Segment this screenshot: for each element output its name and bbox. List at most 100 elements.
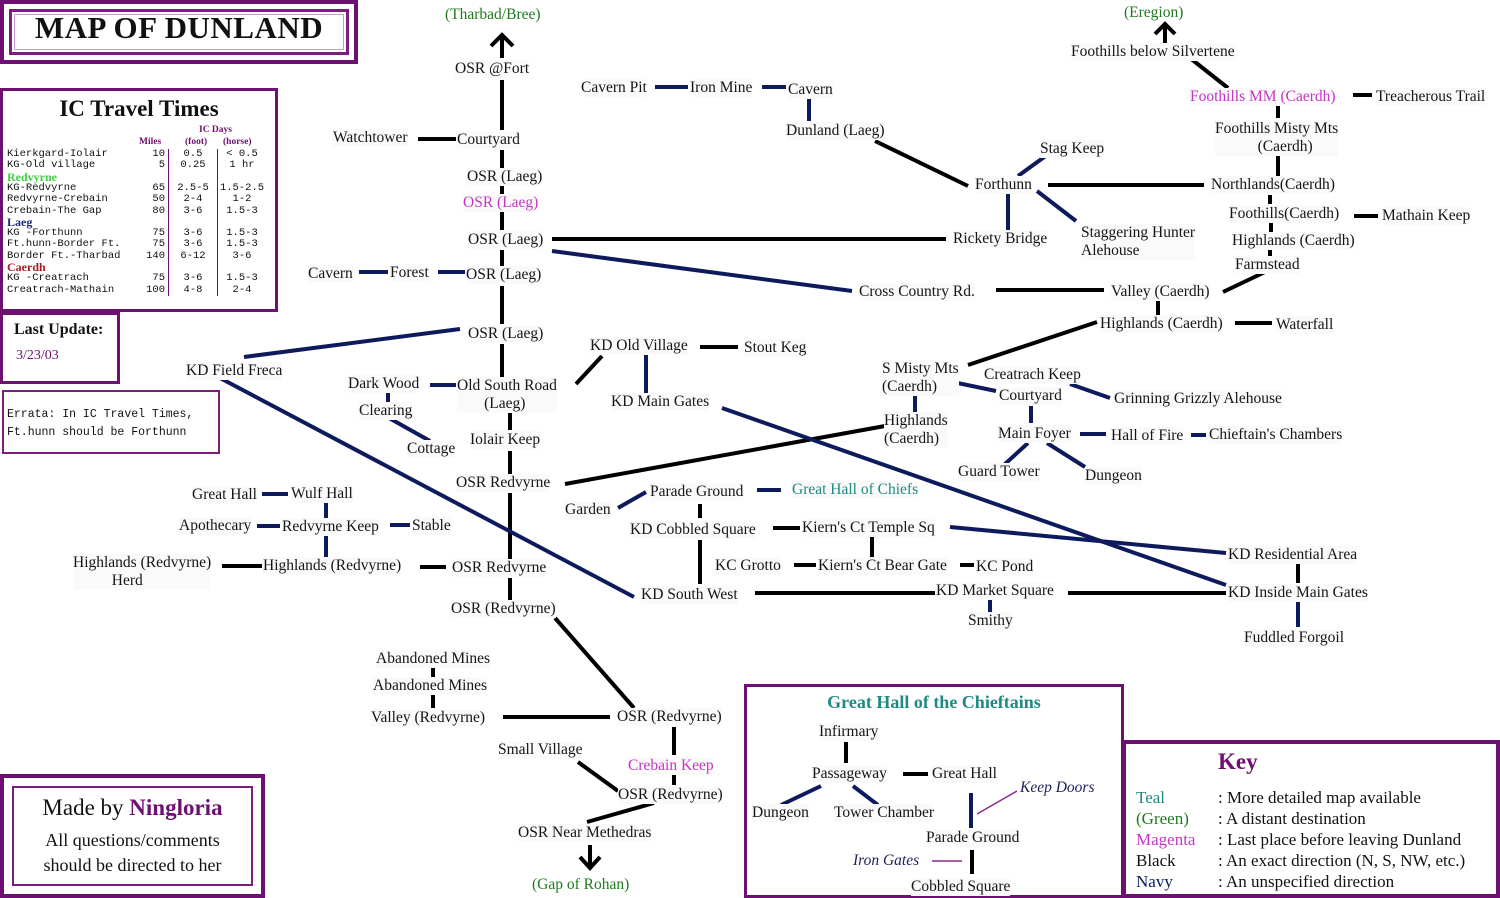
node-highlands-caerdh-2[interactable]: Highlands (Caerdh): [1100, 315, 1223, 333]
node-apothecary[interactable]: Apothecary: [179, 517, 252, 535]
node-watchtower[interactable]: Watchtower: [333, 129, 408, 147]
inset-node-great-hall[interactable]: Great Hall: [932, 765, 997, 783]
inset-node-keep-doors[interactable]: Keep Doors: [1020, 779, 1095, 796]
travel-section-spacer: [135, 262, 169, 274]
node-highlands-redvyrne[interactable]: Highlands (Redvyrne): [263, 557, 402, 575]
node-redvyrne-keep[interactable]: Redvyrne Keep: [282, 518, 379, 536]
node-creatrach-keep[interactable]: Creatrach Keep: [984, 366, 1081, 384]
node-iolair-keep[interactable]: Iolair Keep: [470, 431, 541, 449]
node-great-hall-of-chiefs[interactable]: Great Hall of Chiefs: [792, 481, 919, 499]
inset-node-dungeon[interactable]: Dungeon: [752, 804, 809, 822]
node-fuddled-forgoil[interactable]: Fuddled Forgoil: [1244, 629, 1345, 647]
node-kd-inside-main-gates[interactable]: KD Inside Main Gates: [1228, 584, 1368, 602]
node-smithy[interactable]: Smithy: [968, 612, 1013, 630]
node-foothills-misty-mts[interactable]: Foothills Misty Mts (Caerdh): [1215, 120, 1339, 156]
node-kd-cobbled-square[interactable]: KD Cobbled Square: [630, 521, 756, 539]
node-kierns-ct-bear-gate[interactable]: Kiern's Ct Bear Gate: [818, 557, 947, 575]
node-osr-near-methedras[interactable]: OSR Near Methedras: [518, 824, 652, 842]
node-foothills-caerdh[interactable]: Foothills(Caerdh): [1229, 205, 1340, 223]
node-kd-market-square[interactable]: KD Market Square: [936, 582, 1054, 600]
node-valley-caerdh[interactable]: Valley (Caerdh): [1111, 283, 1210, 301]
node-osr-fort[interactable]: OSR @Fort: [455, 60, 530, 78]
node-s-misty-mts-caerdh[interactable]: S Misty Mts (Caerdh): [882, 360, 959, 396]
inset-node-infirmary[interactable]: Infirmary: [819, 723, 879, 741]
inset-node-parade-ground[interactable]: Parade Ground: [926, 829, 1020, 847]
node-waterfall[interactable]: Waterfall: [1276, 316, 1334, 334]
node-clearing[interactable]: Clearing: [359, 402, 413, 420]
node-eregion[interactable]: (Eregion): [1124, 4, 1184, 21]
node-kc-pond[interactable]: KC Pond: [976, 558, 1034, 576]
node-osr-laeg-3[interactable]: OSR (Laeg): [466, 266, 542, 284]
node-courtyard-north[interactable]: Courtyard: [457, 131, 520, 149]
inset-node-passageway[interactable]: Passageway: [812, 765, 887, 783]
travel-times-heading: IC Travel Times: [59, 96, 219, 121]
node-valley-redvyrne[interactable]: Valley (Redvyrne): [371, 709, 486, 727]
node-dark-wood[interactable]: Dark Wood: [348, 375, 420, 393]
node-highlands-caerdh-3[interactable]: Highlands (Caerdh): [884, 412, 948, 448]
node-highlands-redvyrne-herd[interactable]: Highlands (Redvyrne) Herd: [73, 554, 212, 590]
inset-node-tower-chamber[interactable]: Tower Chamber: [834, 804, 935, 822]
node-stag-keep[interactable]: Stag Keep: [1040, 140, 1105, 158]
node-osr-redvyrne-4[interactable]: OSR (Redvyrne): [617, 708, 722, 726]
node-rickety-bridge[interactable]: Rickety Bridge: [953, 230, 1048, 248]
travel-cell-miles: 140: [135, 250, 169, 263]
node-osr-redvyrne-1[interactable]: OSR Redvyrne: [456, 474, 551, 492]
node-crebain-keep[interactable]: Crebain Keep: [628, 757, 714, 775]
node-parade-ground[interactable]: Parade Ground: [650, 483, 744, 501]
node-grinning-grizzly-alehouse[interactable]: Grinning Grizzly Alehouse: [1114, 390, 1282, 408]
node-forest[interactable]: Forest: [390, 264, 429, 282]
node-mathain-keep[interactable]: Mathain Keep: [1382, 207, 1471, 225]
node-cottage[interactable]: Cottage: [407, 440, 456, 458]
node-farmstead[interactable]: Farmstead: [1235, 256, 1300, 274]
node-northlands-caerdh[interactable]: Northlands(Caerdh): [1211, 176, 1335, 194]
node-chieftains-chambers[interactable]: Chieftain's Chambers: [1209, 426, 1343, 444]
node-cross-country-rd[interactable]: Cross Country Rd.: [859, 283, 975, 301]
node-guard-tower[interactable]: Guard Tower: [958, 463, 1040, 481]
inset-node-iron-gates[interactable]: Iron Gates: [853, 852, 920, 869]
node-tharbad-bree[interactable]: (Tharbad/Bree): [445, 6, 541, 23]
node-dungeon-east[interactable]: Dungeon: [1085, 467, 1142, 485]
node-kd-field-freca[interactable]: KD Field Freca: [186, 362, 283, 380]
node-dunland-laeg[interactable]: Dunland (Laeg): [786, 122, 885, 140]
node-stout-keg[interactable]: Stout Keg: [744, 339, 807, 357]
node-cavern-pit[interactable]: Cavern Pit: [581, 79, 647, 97]
node-forthunn[interactable]: Forthunn: [975, 176, 1032, 194]
travel-cell-foot: 3-6: [168, 227, 218, 240]
node-hall-of-fire[interactable]: Hall of Fire: [1111, 427, 1184, 445]
node-osr-redvyrne-5[interactable]: OSR (Redvyrne): [618, 786, 723, 804]
node-kd-old-village[interactable]: KD Old Village: [590, 337, 688, 355]
node-kierns-ct-temple-sq[interactable]: Kiern's Ct Temple Sq: [802, 519, 935, 537]
node-kd-residential-area[interactable]: KD Residential Area: [1228, 546, 1358, 564]
node-abandoned-mines-1[interactable]: Abandoned Mines: [376, 650, 491, 668]
inset-node-cobbled-square[interactable]: Cobbled Square: [911, 878, 1011, 896]
node-osr-laeg-1[interactable]: OSR (Laeg): [467, 168, 543, 186]
node-osr-redvyrne-3[interactable]: OSR (Redvyrne): [451, 600, 556, 618]
node-foothills-silvertene[interactable]: Foothills below Silvertene: [1071, 43, 1235, 61]
node-kd-south-west[interactable]: KD South West: [641, 586, 738, 604]
node-osr-laeg-4[interactable]: OSR (Laeg): [468, 325, 544, 343]
node-great-hall-west[interactable]: Great Hall: [192, 486, 257, 504]
node-treacherous-trail[interactable]: Treacherous Trail: [1376, 88, 1486, 106]
node-courtyard-east[interactable]: Courtyard: [999, 387, 1062, 405]
node-highlands-caerdh-1[interactable]: Highlands (Caerdh): [1232, 232, 1355, 250]
node-garden[interactable]: Garden: [565, 501, 611, 519]
node-abandoned-mines-2[interactable]: Abandoned Mines: [373, 677, 488, 695]
node-main-foyer[interactable]: Main Foyer: [998, 425, 1071, 443]
node-cavern-ne[interactable]: Cavern: [788, 81, 833, 99]
legend-title: Key: [1218, 749, 1258, 774]
node-osr-laeg-last[interactable]: OSR (Laeg): [463, 194, 539, 212]
node-stable[interactable]: Stable: [412, 517, 451, 535]
node-old-south-road-laeg[interactable]: Old South Road (Laeg): [457, 377, 557, 413]
node-small-village[interactable]: Small Village: [498, 741, 583, 759]
node-osr-laeg-2[interactable]: OSR (Laeg): [468, 231, 544, 249]
node-foothills-mm-caerdh[interactable]: Foothills MM (Caerdh): [1190, 88, 1336, 106]
node-osr-redvyrne-2[interactable]: OSR Redvyrne: [452, 559, 547, 577]
node-staggering-hunter-alehouse[interactable]: Staggering Hunter Alehouse: [1081, 224, 1196, 260]
node-kc-grotto[interactable]: KC Grotto: [715, 557, 781, 575]
node-gap-of-rohan[interactable]: (Gap of Rohan): [532, 876, 630, 893]
legend-description: : An unspecified direction: [1218, 872, 1395, 891]
node-iron-mine[interactable]: Iron Mine: [690, 79, 753, 97]
node-cavern-west[interactable]: Cavern: [308, 265, 353, 283]
node-kd-main-gates[interactable]: KD Main Gates: [611, 393, 710, 411]
node-wulf-hall[interactable]: Wulf Hall: [291, 485, 353, 503]
